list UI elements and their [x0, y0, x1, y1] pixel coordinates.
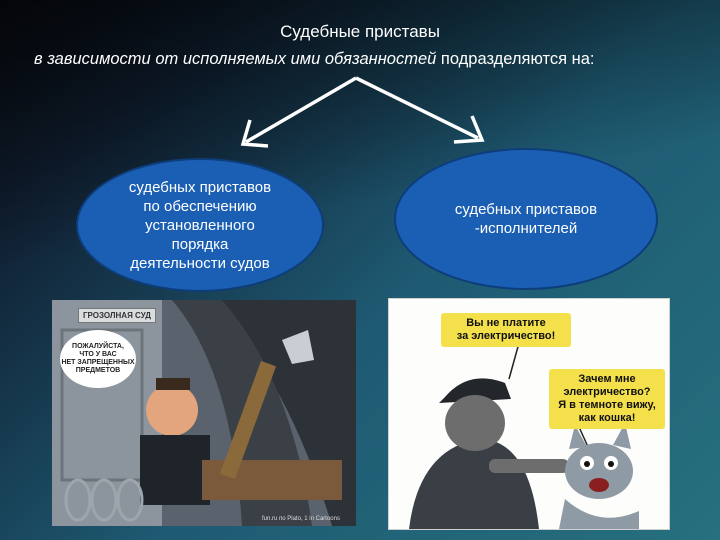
oval-left-label: судебных приставов по обеспечению устано… — [128, 178, 272, 272]
arrow-left-head — [240, 119, 269, 148]
slide-subtitle: в зависимости от исполняемых ими обязанн… — [34, 50, 694, 69]
arrow-right-head — [453, 115, 485, 144]
category-oval-enforcement: судебных приставов -исполнителей — [394, 148, 658, 290]
subtitle-rest: подразделяются на: — [436, 50, 595, 68]
cartoon-bailiff-cat: Вы не платите за электричество! Зачем мн… — [388, 298, 670, 530]
oval-right-label: судебных приставов -исполнителей — [454, 201, 598, 237]
cartoon-court-bailiff: ГРОЗОЛНАЯ СУД ПОЖАЛУЙСТА, ЧТО У ВАС НЕТ … — [52, 300, 356, 526]
subtitle-italic: в зависимости от исполняемых ими обязанн… — [34, 50, 437, 68]
category-oval-court-order: судебных приставов по обеспечению устано… — [76, 158, 324, 292]
caption-bailiff: Вы не платите за электричество! — [441, 313, 571, 347]
caption-cat: Зачем мне электричество? Я в темноте виж… — [549, 369, 665, 429]
branch-arrows — [240, 76, 485, 148]
speech-bubble: ПОЖАЛУЙСТА, ЧТО У ВАС НЕТ ЗАПРЕЩЕННЫХ ПР… — [60, 330, 136, 388]
cartoon-credit: fun.ru по Plato, 1 in Cartoons — [262, 516, 340, 522]
court-sign: ГРОЗОЛНАЯ СУД — [78, 308, 156, 323]
slide-title: Судебные приставы — [280, 22, 440, 41]
arrow-left — [245, 76, 357, 144]
arrow-right — [355, 76, 479, 140]
